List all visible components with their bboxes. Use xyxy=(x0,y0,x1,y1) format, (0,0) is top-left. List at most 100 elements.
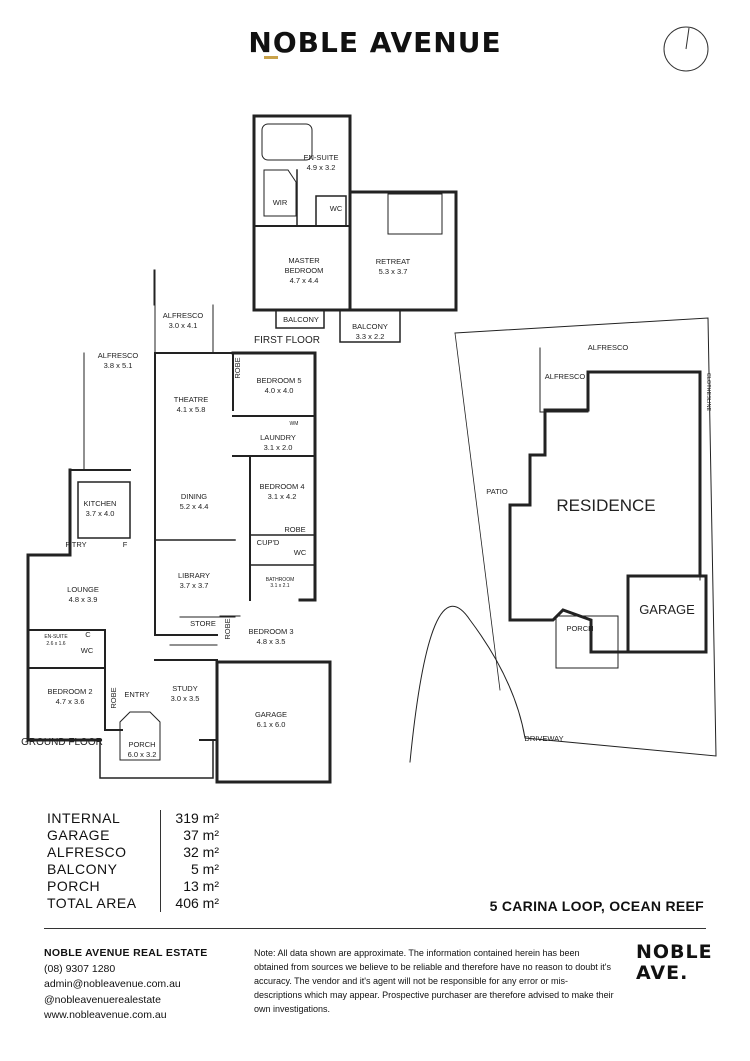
room-alfresco2-name: ALFRESCO xyxy=(98,351,139,360)
room-robe4-name: ROBE xyxy=(109,687,118,708)
room-laundry-name: LAUNDRY xyxy=(260,433,296,442)
website-link[interactable]: www.nobleavenue.com.au xyxy=(44,1009,167,1021)
site-patio: PATIO xyxy=(486,487,508,496)
room-robe2-name: ROBE xyxy=(284,525,305,534)
room-lounge-dims: 4.8 x 3.9 xyxy=(69,595,98,604)
room-alfresco1-name: ALFRESCO xyxy=(163,311,204,320)
room-bed4-dims: 3.1 x 4.2 xyxy=(268,492,297,501)
area-label: PORCH xyxy=(47,878,101,894)
room-store-name: STORE xyxy=(190,619,216,628)
room-study-name: STUDY xyxy=(172,684,197,693)
room-bed3-name: BEDROOM 3 xyxy=(248,627,293,636)
logo-line-2: AVE. xyxy=(636,962,689,984)
room-garage-dims: 6.1 x 6.0 xyxy=(257,720,286,729)
area-row: TOTAL AREA 406 m² xyxy=(47,895,219,912)
room-porch-name: PORCH xyxy=(128,740,155,749)
room-laundry-dims: 3.1 x 2.0 xyxy=(264,443,293,452)
room-bed5-name: BEDROOM 5 xyxy=(256,376,301,385)
room-library-name: LIBRARY xyxy=(178,571,210,580)
site-residence: RESIDENCE xyxy=(556,496,655,515)
site-plan xyxy=(409,317,717,763)
area-value: 319 m² xyxy=(175,810,219,826)
room-wm-name: WM xyxy=(290,421,299,427)
room-ensuite-up-name: EN-SUITE xyxy=(303,153,338,162)
room-porch-dims: 6.0 x 3.2 xyxy=(128,750,157,759)
room-alfresco1-dims: 3.0 x 4.1 xyxy=(169,321,198,330)
room-balcony2-name: BALCONY xyxy=(352,322,388,331)
site-alfresco-b: ALFRESCO xyxy=(588,343,629,352)
contact-block: NOBLE AVENUE REAL ESTATE (08) 9307 1280 … xyxy=(44,946,208,1024)
room-alfresco2-dims: 3.8 x 5.1 xyxy=(104,361,133,370)
room-ensuite-down-dims: 2.6 x 1.6 xyxy=(46,641,65,647)
brand-logo: NOBLE AVENUE xyxy=(248,26,502,59)
room-study-dims: 3.0 x 3.5 xyxy=(171,694,200,703)
area-label: GARAGE xyxy=(47,827,110,843)
room-retreat-name: RETREAT xyxy=(376,257,411,266)
room-cupd-name: CUP'D xyxy=(257,538,280,547)
area-label: ALFRESCO xyxy=(47,844,127,860)
company-name: NOBLE AVENUE REAL ESTATE xyxy=(44,947,208,959)
room-bathroom-name: BATHROOM xyxy=(266,577,295,583)
site-garage: GARAGE xyxy=(639,602,695,617)
area-row: PORCH 13 m² xyxy=(47,878,219,895)
area-label: INTERNAL xyxy=(47,810,121,826)
ground-floor-plan xyxy=(26,269,332,784)
north-arrow-icon xyxy=(663,26,709,72)
room-bed2-dims: 4.7 x 3.6 xyxy=(56,697,85,706)
room-garage-name: GARAGE xyxy=(255,710,287,719)
room-master-name2: BEDROOM xyxy=(285,266,324,275)
divider xyxy=(44,928,706,929)
room-ptry-name: P'TRY xyxy=(65,540,86,549)
room-wc2-name: WC xyxy=(81,646,94,655)
room-retreat-dims: 5.3 x 3.7 xyxy=(379,267,408,276)
site-alfresco-a: ALFRESCO xyxy=(545,372,586,381)
room-lounge-name: LOUNGE xyxy=(67,585,99,594)
social-handle[interactable]: @nobleavenuerealestate xyxy=(44,993,161,1006)
room-dining-dims: 5.2 x 4.4 xyxy=(180,502,209,511)
logo-line-1: NOBLE xyxy=(636,941,713,963)
site-clothesline: CLOTHESLINE xyxy=(705,373,711,412)
area-value: 13 m² xyxy=(183,878,219,894)
room-wc1-name: WC xyxy=(294,548,307,557)
room-ensuite-up-dims: 4.9 x 3.2 xyxy=(307,163,336,172)
email-link[interactable]: admin@nobleavenue.com.au xyxy=(44,978,181,990)
room-master-name: MASTER xyxy=(288,256,320,265)
area-value: 37 m² xyxy=(183,827,219,843)
brand-logo-small: NOBLE AVE. xyxy=(636,942,713,984)
area-row: INTERNAL 319 m² xyxy=(47,810,219,827)
room-bathroom-dims: 3.1 x 2.1 xyxy=(270,583,289,589)
room-balcony2-dims: 3.3 x 2.2 xyxy=(356,332,385,341)
area-schedule: INTERNAL 319 m² GARAGE 37 m² ALFRESCO 32 m²… xyxy=(47,810,219,912)
area-row: GARAGE 37 m² xyxy=(47,827,219,844)
room-c-name: C xyxy=(85,630,91,639)
first-floor-label: FIRST FLOOR xyxy=(254,335,320,346)
area-value: 406 m² xyxy=(175,895,219,911)
room-theatre-name: THEATRE xyxy=(174,395,208,404)
room-theatre-dims: 4.1 x 5.8 xyxy=(177,405,206,414)
disclaimer-note: Note: All data shown are approximate. Th… xyxy=(254,948,614,1014)
floor-plan: EN-SUITE 4.9 x 3.2 WIR WC MASTER BEDROOM… xyxy=(21,114,717,784)
area-row: ALFRESCO 32 m² xyxy=(47,844,219,861)
phone-number[interactable]: (08) 9307 1280 xyxy=(44,962,116,975)
area-label: BALCONY xyxy=(47,861,118,877)
area-value: 5 m² xyxy=(191,861,219,877)
room-library-dims: 3.7 x 3.7 xyxy=(180,581,209,590)
room-ensuite-down-name: EN-SUITE xyxy=(44,634,68,640)
first-floor-plan xyxy=(252,114,458,343)
room-dining-name: DINING xyxy=(181,492,207,501)
room-kitchen-name: KITCHEN xyxy=(84,499,117,508)
room-bed2-name: BEDROOM 2 xyxy=(47,687,92,696)
area-value: 32 m² xyxy=(183,844,219,860)
ground-floor-label: GROUND FLOOR xyxy=(21,737,103,748)
room-master-dims: 4.7 x 4.4 xyxy=(290,276,319,285)
room-robe1-name: ROBE xyxy=(233,357,242,378)
room-wir-name: WIR xyxy=(273,198,288,207)
area-label: TOTAL AREA xyxy=(47,895,137,911)
room-kitchen-dims: 3.7 x 4.0 xyxy=(86,509,115,518)
room-bed4-name: BEDROOM 4 xyxy=(259,482,304,491)
room-entry-name: ENTRY xyxy=(124,690,149,699)
room-bed3-dims: 4.8 x 3.5 xyxy=(257,637,286,646)
brand-accent-bar xyxy=(264,56,278,59)
room-balcony1-name: BALCONY xyxy=(283,315,319,324)
room-wc-up-name: WC xyxy=(330,204,343,213)
